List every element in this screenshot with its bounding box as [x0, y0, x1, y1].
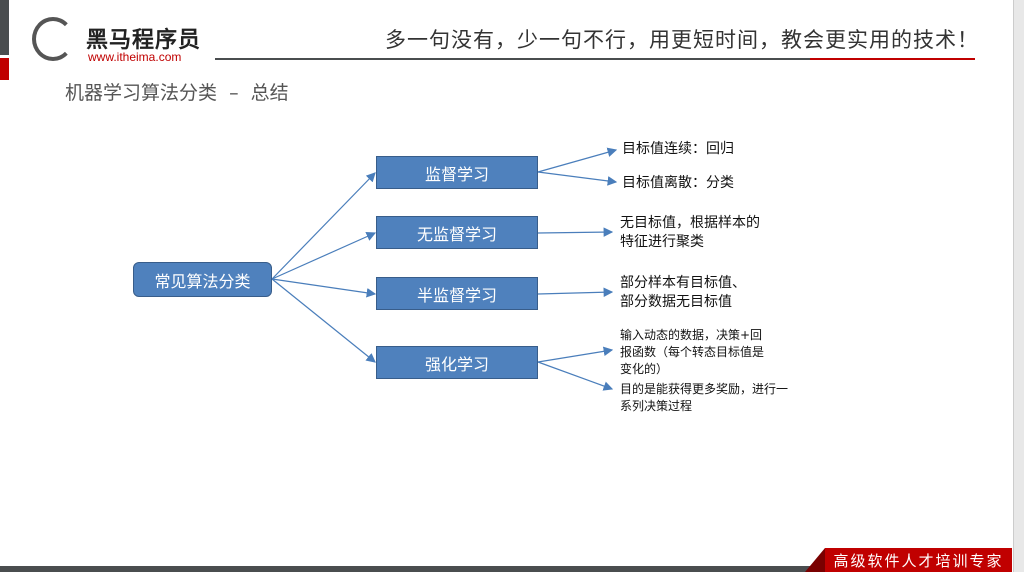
left-accent-bar-red [0, 58, 9, 80]
header-divider-red [810, 58, 975, 60]
logo-icon [32, 17, 74, 61]
arrow [271, 278, 376, 363]
left-accent-bar [0, 0, 9, 55]
note-rl-goal: 目的是能获得更多奖励，进行一 系列决策过程 [620, 382, 789, 413]
arrow [271, 232, 377, 280]
note-clustering: 无目标值，根据样本的 特征进行聚类 [620, 215, 760, 250]
arrow [537, 227, 614, 237]
node-reinforcement: 强化学习 [376, 346, 538, 379]
slide-title: 机器学习算法分类 – 总结 [65, 82, 289, 104]
brand-name: 黑马程序员 [86, 28, 202, 53]
slogan: 多一句没有，少一句不行，用更短时间，教会更实用的技术！ [385, 28, 979, 52]
arrow [537, 171, 618, 186]
note-classification: 目标值离散：分类 [622, 175, 734, 191]
arrow [537, 346, 614, 363]
note-semi: 部分样本有目标值、 部分数据无目标值 [620, 275, 746, 310]
arrow [271, 278, 377, 298]
footer-bar [0, 566, 818, 572]
footer-fold [805, 548, 825, 572]
arrow [537, 361, 614, 391]
note-rl-input: 输入动态的数据，决策+回 报函数（每个转态目标值是 变化的） [620, 328, 765, 376]
brand-url: www.itheima.com [88, 50, 182, 64]
root-node: 常见算法分类 [133, 262, 272, 297]
scrollbar[interactable] [1013, 0, 1024, 572]
arrow [537, 287, 614, 298]
arrow [271, 172, 376, 280]
header-divider [215, 58, 810, 60]
node-semi-supervised: 半监督学习 [376, 277, 538, 310]
arrow [537, 147, 618, 173]
node-supervised: 监督学习 [376, 156, 538, 189]
node-unsupervised: 无监督学习 [376, 216, 538, 249]
note-regression: 目标值连续：回归 [622, 141, 734, 157]
footer-tagline: 高级软件人才培训专家 [825, 548, 1012, 572]
